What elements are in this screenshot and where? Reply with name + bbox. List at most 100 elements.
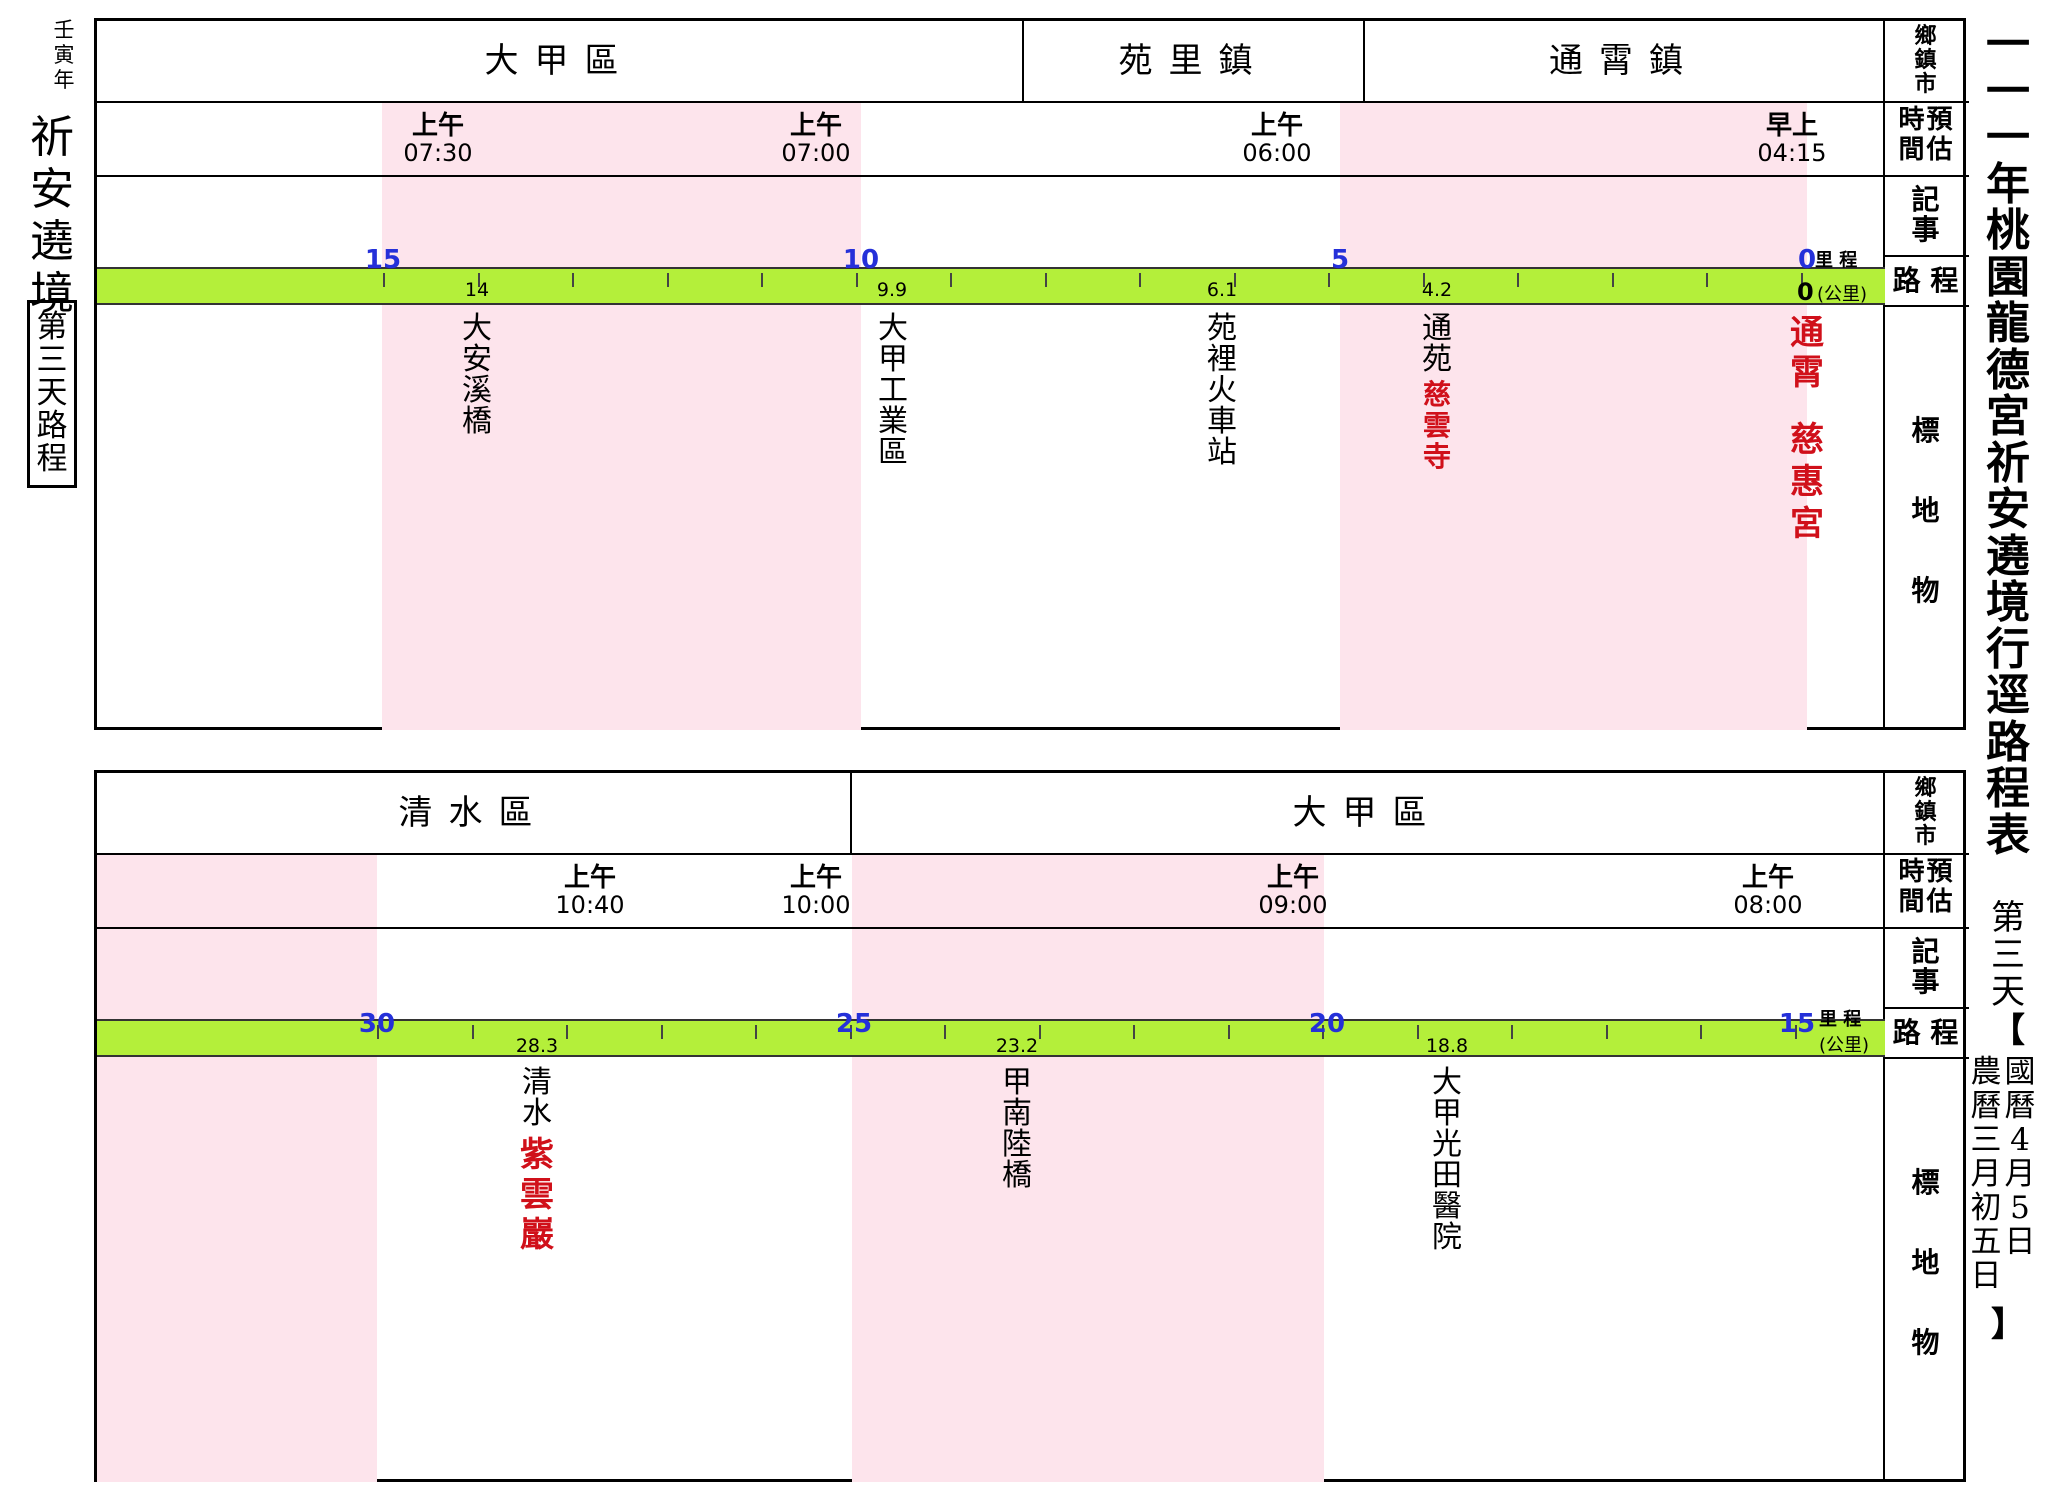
stop-km: 9.9 — [876, 279, 908, 301]
km-marker: 30 — [358, 1009, 396, 1039]
year-label: 壬寅年 — [53, 18, 75, 92]
km-tick — [471, 1025, 474, 1039]
stop-km: 23.2 — [995, 1035, 1039, 1057]
km-tick — [855, 273, 858, 287]
stop-km: 14 — [464, 279, 490, 301]
header-col-divider — [1883, 21, 1885, 730]
header-notes: 記事 — [1911, 183, 1940, 246]
header-landmark: 標地物 — [1911, 414, 1940, 607]
km-tick — [944, 1025, 946, 1039]
stop-km: 28.3 — [515, 1035, 559, 1057]
landmark-dajia-industrial: 大甲工業區 — [878, 311, 908, 470]
unit-label: (公里) — [1817, 284, 1868, 305]
header-route: 路 程 — [1892, 264, 1959, 297]
col-divider — [850, 773, 852, 853]
header-notes: 記事 — [1911, 935, 1940, 998]
unit-label: (公里) — [1819, 1035, 1870, 1056]
district-yuanli: 苑里鎮 — [1118, 41, 1269, 81]
row-divider — [1885, 1007, 1969, 1009]
km-tick — [566, 1025, 568, 1039]
main-title-vertical: 一一一 年桃園 龍德宮 祈安遶 境行逕 路程表 — [1986, 19, 2030, 861]
km-tick — [1700, 1025, 1702, 1039]
mileage-label: 里 程 — [1819, 1009, 1862, 1030]
shade-band — [382, 103, 861, 730]
km-tick — [1517, 273, 1519, 287]
header-col-divider — [1883, 773, 1885, 1482]
row-divider — [97, 101, 1969, 103]
km-tick — [1416, 1025, 1419, 1039]
landmark-tongyuan: 通苑 — [1422, 311, 1452, 377]
shade-band — [852, 855, 1324, 1482]
route-bar — [97, 1019, 1885, 1057]
km-tick — [1422, 273, 1425, 287]
landmark-daan-bridge: 大安溪橋 — [462, 311, 492, 439]
stop-km: 6.1 — [1206, 279, 1238, 301]
km-tick — [950, 273, 952, 287]
row-divider — [97, 853, 1969, 855]
header-time-estimate: 時間 預估 — [1898, 857, 1953, 917]
district-qingshui: 清水區 — [398, 793, 549, 833]
route-bar — [97, 267, 1885, 305]
landmark-qingshui: 清水 — [522, 1065, 552, 1131]
temple-cihui: 慈惠宮 — [1790, 420, 1824, 544]
mileage-label: 里 程 — [1815, 250, 1858, 271]
km-tick — [1328, 273, 1330, 287]
day-route-box: 第三天路程 — [27, 300, 77, 488]
landmark-tongxiao: 通霄 — [1790, 313, 1824, 393]
day-label-right: 第三天 — [1991, 898, 2025, 1012]
km-tick — [572, 273, 574, 287]
km-tick — [849, 1025, 852, 1039]
stop-km: 18.8 — [1425, 1035, 1469, 1057]
shade-band — [97, 855, 377, 1482]
km-tick — [1706, 273, 1708, 287]
km-tick — [755, 1025, 757, 1039]
km-tick — [1322, 1025, 1324, 1039]
km-tick — [1511, 1025, 1513, 1039]
col-divider — [1022, 21, 1024, 101]
km-marker: 15 — [1778, 1009, 1816, 1039]
km-tick — [1611, 273, 1614, 287]
km-tick — [377, 1025, 379, 1039]
km-tick — [1044, 273, 1047, 287]
row-divider — [1885, 255, 1969, 257]
km-tick — [660, 1025, 663, 1039]
event-title-left: 祈安遶境 — [30, 112, 74, 319]
bracket-close: 】 — [1991, 1305, 2025, 1345]
km-tick — [1038, 1025, 1041, 1039]
km-marker: 25 — [835, 1009, 873, 1039]
temple-ziyun: 紫雲巖 — [520, 1135, 554, 1255]
lunar-date: 農曆三月初五日 — [1970, 1054, 2002, 1294]
km-marker: 15 — [364, 245, 402, 275]
header-time-estimate: 時間 預估 — [1898, 105, 1953, 165]
district-tongxiao: 通霄鎮 — [1549, 41, 1699, 81]
row-divider — [97, 927, 1969, 929]
shade-band — [1340, 103, 1807, 730]
district-dajia: 大甲區 — [484, 41, 635, 81]
km-tick — [666, 273, 669, 287]
km-tick — [1139, 273, 1141, 287]
stop-km: 4.2 — [1421, 279, 1453, 301]
landmark-yuanli-station: 苑裡火車站 — [1207, 311, 1237, 470]
col-divider — [1363, 21, 1365, 101]
header-route: 路 程 — [1892, 1016, 1959, 1049]
km-tick — [1227, 1025, 1230, 1039]
landmark-guangtian-hospital: 大甲光田醫院 — [1432, 1065, 1462, 1255]
km-tick — [383, 273, 385, 287]
km-tick — [477, 273, 480, 287]
header-landmark: 標地物 — [1911, 1166, 1940, 1359]
bracket-open: 【 — [1991, 1011, 2025, 1051]
km-marker: 20 — [1308, 1009, 1346, 1039]
km-tick — [1800, 273, 1803, 287]
km-tick — [1233, 273, 1236, 287]
row-divider — [1885, 305, 1969, 307]
